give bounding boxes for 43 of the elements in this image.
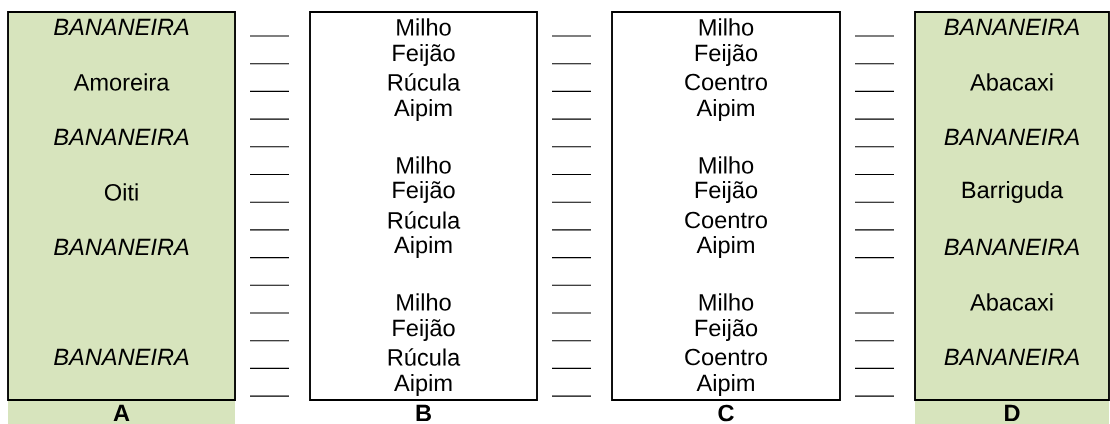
plant-name: BANANEIRA xyxy=(944,128,1079,146)
plant-name: Rúcula xyxy=(388,211,461,229)
plant-name: Oiti xyxy=(104,183,138,201)
plant-name: BANANEIRA xyxy=(54,128,189,146)
column-letter: C xyxy=(718,404,734,422)
plant-name: Milho xyxy=(699,293,754,311)
plant-name: Coentro xyxy=(685,348,767,366)
plant-name: Feijão xyxy=(695,319,758,341)
column-box xyxy=(611,11,841,401)
plant-name: Feijão xyxy=(393,319,455,341)
plant-name: Aipim xyxy=(394,374,452,396)
plant-name: Coentro xyxy=(685,73,767,91)
plant-name: Abacaxi xyxy=(970,293,1053,311)
plant-name: Rúcula xyxy=(388,73,461,91)
plant-name: Milho xyxy=(699,156,754,174)
plant-name: Aipim xyxy=(394,99,452,121)
column-letter: B xyxy=(416,404,431,422)
plant-name: BANANEIRA xyxy=(54,348,189,366)
plant-name: Milho xyxy=(397,156,451,174)
plant-name: Barriguda xyxy=(962,181,1064,203)
plant-name: BANANEIRA xyxy=(944,238,1079,256)
plant-name: Feijão xyxy=(393,181,455,203)
column-letter: D xyxy=(915,401,1109,424)
plant-name: Feijão xyxy=(695,181,758,203)
plant-name: Aipim xyxy=(696,99,754,121)
plant-name: Abacaxi xyxy=(970,73,1053,91)
column-letter: A xyxy=(8,401,235,424)
plant-name: Milho xyxy=(397,293,451,311)
plant-name: Aipim xyxy=(696,374,754,396)
plant-name: Feijão xyxy=(695,44,758,66)
column-box xyxy=(309,11,538,401)
plant-name: BANANEIRA xyxy=(54,238,189,256)
plant-name: Rúcula xyxy=(388,348,461,366)
plant-name: BANANEIRA xyxy=(54,18,189,36)
plant-name: Milho xyxy=(699,18,754,36)
plant-name: Feijão xyxy=(393,44,455,66)
plant-name: BANANEIRA xyxy=(944,18,1079,36)
plant-name: Amoreira xyxy=(73,73,170,91)
plant-name: Milho xyxy=(397,18,451,36)
plant-name: Aipim xyxy=(696,236,754,258)
plant-name: Aipim xyxy=(394,236,452,258)
plant-name: BANANEIRA xyxy=(944,348,1079,366)
plant-name: Coentro xyxy=(685,211,767,229)
